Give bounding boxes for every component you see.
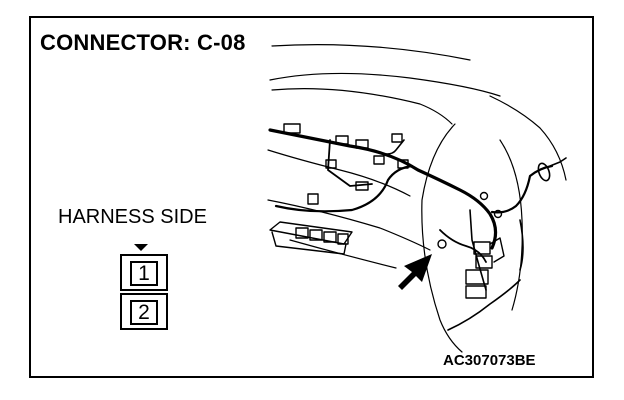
connector-title: CONNECTOR: C-08 <box>40 30 246 55</box>
pin-number-2: 2 <box>130 300 158 325</box>
figure-reference-code: AC307073BE <box>443 352 536 369</box>
harness-side-label: HARNESS SIDE <box>58 206 207 228</box>
junction-block <box>269 221 353 255</box>
connector-latch-icon <box>134 244 148 251</box>
dashboard-outline <box>269 72 501 97</box>
pin-number-1: 1 <box>130 261 158 286</box>
pin-cavity-1: 1 <box>120 254 168 291</box>
harness-trunk <box>268 128 498 250</box>
connector-face-diagram: 1 2 <box>113 244 171 334</box>
title-leader-line <box>271 44 471 61</box>
target-connector-stack <box>465 237 505 299</box>
grommet <box>537 157 567 182</box>
pin-cavity-2: 2 <box>120 293 168 330</box>
diagram-frame <box>29 16 594 378</box>
indicator-arrow <box>398 254 432 290</box>
